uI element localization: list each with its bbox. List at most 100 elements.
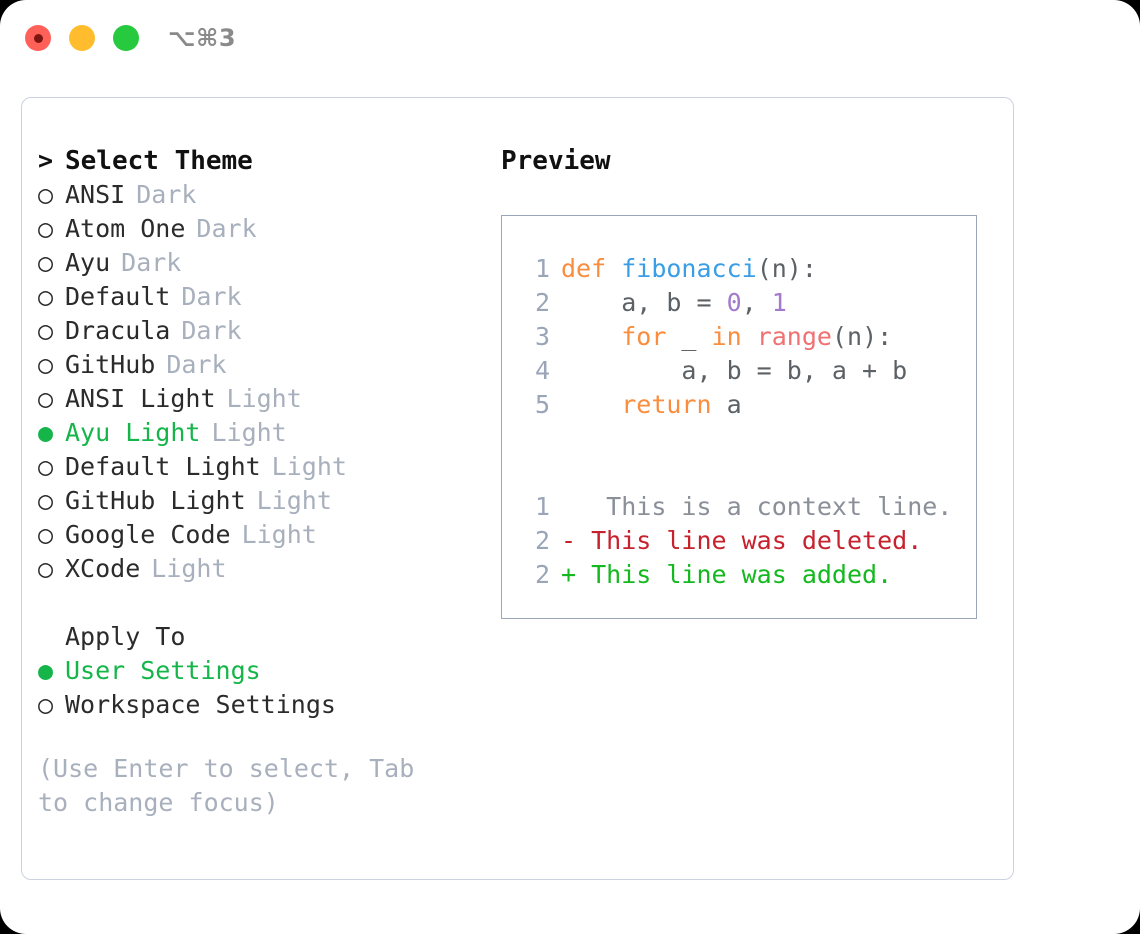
code-token-plain (561, 322, 621, 351)
code-line-number: 3 (534, 322, 550, 351)
code-token-punct: (n): (756, 254, 817, 283)
theme-variant-badge: Light (256, 486, 332, 515)
code-token-plain: _ (666, 322, 712, 351)
theme-option-label: Ayu Light (65, 418, 201, 447)
radio-unselected-icon: ○ (38, 520, 54, 549)
diff-line-ctx: 1 This is a context line. (520, 490, 976, 524)
theme-variant-badge: Dark (121, 248, 182, 277)
theme-option-ansi-light[interactable]: ○ ANSI Light Light (38, 382, 478, 416)
diff-line-number: 2 (534, 560, 550, 589)
code-line-content: return a (561, 388, 742, 422)
theme-variant-badge: Light (271, 452, 347, 481)
diff-line-del: 2- This line was deleted. (520, 524, 976, 558)
theme-variant-badge: Dark (166, 350, 227, 379)
code-line: 1 def fibonacci(n): (520, 252, 976, 286)
code-token-punct: (n): (831, 322, 893, 351)
theme-option-github-light[interactable]: ○ GitHub Light Light (38, 484, 478, 518)
apply-to-option-user-settings[interactable]: ● User Settings (38, 654, 478, 688)
theme-option-google-code[interactable]: ○ Google Code Light (38, 518, 478, 552)
apply-to-option-label: User Settings (65, 656, 261, 685)
diff-marker: - (561, 526, 577, 555)
radio-unselected-icon: ○ (38, 282, 54, 311)
prompt-caret-icon: > (38, 146, 54, 175)
apply-to-heading: Apply To (38, 620, 478, 654)
theme-variant-badge: Light (226, 384, 302, 413)
diff-line-content: This is a context line. (561, 490, 952, 524)
theme-option-label: XCode (65, 554, 141, 583)
code-token-builtin: range (756, 322, 832, 351)
theme-option-label: Default Light (65, 452, 261, 481)
keyboard-shortcut-label: ⌥⌘3 (168, 24, 237, 52)
theme-variant-badge: Dark (136, 180, 197, 209)
diff-line-text: This is a context line. (576, 492, 953, 521)
radio-unselected-icon: ○ (38, 384, 54, 413)
theme-option-xcode[interactable]: ○ XCode Light (38, 552, 478, 586)
minimize-button[interactable] (69, 25, 95, 51)
radio-unselected-icon: ○ (38, 214, 54, 243)
diff-line-text: This line was deleted. (576, 526, 923, 555)
theme-option-label: ANSI Light (65, 384, 216, 413)
code-token-kw: for (621, 322, 667, 351)
apply-to-option-label: Workspace Settings (65, 690, 336, 719)
theme-option-ansi[interactable]: ○ ANSI Dark (38, 178, 478, 212)
theme-option-label: Atom One (65, 214, 186, 243)
diff-line-number: 1 (534, 492, 550, 521)
radio-unselected-icon: ○ (38, 248, 54, 277)
radio-unselected-icon: ○ (38, 180, 54, 209)
radio-selected-icon: ● (38, 656, 54, 685)
code-token-fn: fibonacci (621, 254, 757, 283)
radio-unselected-icon: ○ (38, 350, 54, 379)
code-token-kw: def (561, 254, 622, 283)
theme-option-label: GitHub Light (65, 486, 246, 515)
maximize-button[interactable] (113, 25, 139, 51)
diff-sample: 1 This is a context line.2- This line wa… (520, 490, 976, 592)
code-line-content: for _ in range(n): (561, 320, 892, 354)
preview-title: Preview (501, 146, 611, 176)
code-token-plain (742, 322, 757, 351)
theme-option-default-light[interactable]: ○ Default Light Light (38, 450, 478, 484)
code-token-plain: a, b = (561, 288, 727, 317)
code-line-content: def fibonacci(n): (561, 252, 817, 286)
radio-unselected-icon: ○ (38, 452, 54, 481)
code-token-plain: a, b = b, a + b (561, 356, 908, 385)
theme-option-label: ANSI (65, 180, 126, 209)
traffic-lights (25, 25, 139, 51)
theme-variant-badge: Light (151, 554, 227, 583)
code-line: 2 a, b = 0, 1 (520, 286, 976, 320)
code-line-number: 2 (534, 288, 550, 317)
code-line: 4 a, b = b, a + b (520, 354, 976, 388)
diff-line-content: + This line was added. (561, 558, 892, 592)
code-token-plain: a (711, 390, 742, 419)
radio-unselected-icon: ○ (38, 554, 54, 583)
theme-option-label: Default (65, 282, 171, 311)
apply-to-list: ● User Settings ○Workspace Settings (38, 654, 478, 722)
theme-option-label: Google Code (65, 520, 231, 549)
apply-to-option-workspace-settings[interactable]: ○Workspace Settings (38, 688, 478, 722)
diff-line-text: This line was added. (576, 560, 893, 589)
theme-option-github[interactable]: ○ GitHub Dark (38, 348, 478, 382)
theme-variant-badge: Light (241, 520, 317, 549)
code-line: 5 return a (520, 388, 976, 422)
radio-unselected-icon: ○ (38, 316, 54, 345)
code-line-content: a, b = 0, 1 (561, 286, 787, 320)
diff-line-add: 2 + This line was added. (520, 558, 976, 592)
apply-to-title: Apply To (65, 622, 186, 651)
theme-option-label: GitHub (65, 350, 156, 379)
close-button[interactable] (25, 25, 51, 51)
radio-unselected-icon: ○ (38, 486, 54, 515)
code-line: 3 for _ in range(n): (520, 320, 976, 354)
diff-marker (561, 492, 576, 521)
select-theme-title: Select Theme (65, 146, 253, 176)
code-line-number: 1 (534, 254, 550, 283)
